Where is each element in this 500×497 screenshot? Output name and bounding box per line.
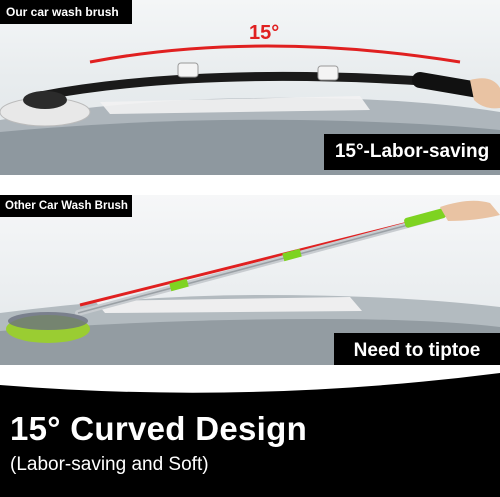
hand xyxy=(470,78,500,109)
tiptoe-caption: Need to tiptoe xyxy=(334,333,500,365)
labor-saving-caption: 15°-Labor-saving xyxy=(324,134,500,170)
banner-top-curve xyxy=(0,365,500,393)
footer-banner xyxy=(0,365,500,497)
hand xyxy=(440,200,500,221)
middle-comparison-panel: Other Car Wash Brush Need to tiptoe xyxy=(0,195,500,365)
pole-joint xyxy=(282,248,302,262)
our-brush-tag: Our car wash brush xyxy=(0,0,132,24)
design-subtitle: (Labor-saving and Soft) xyxy=(10,454,209,475)
pole-highlight xyxy=(77,216,439,314)
angle-arc xyxy=(89,44,461,64)
other-brush-tag: Other Car Wash Brush xyxy=(0,195,132,217)
pole-joint xyxy=(169,278,189,292)
angle-label: 15° xyxy=(249,22,280,44)
pole-clip xyxy=(317,65,339,81)
brush-head-cover xyxy=(8,312,88,330)
roof-rail xyxy=(95,297,362,313)
pole-handle xyxy=(404,208,446,228)
pole-clip xyxy=(177,62,199,78)
brush-pole xyxy=(35,71,445,101)
roof-rail xyxy=(100,96,370,114)
brush-head-cap xyxy=(23,91,67,109)
design-title: 15° Curved Design xyxy=(10,410,308,447)
top-comparison-panel: Our car wash brush 15° 15°-Labor-saving xyxy=(0,0,500,175)
